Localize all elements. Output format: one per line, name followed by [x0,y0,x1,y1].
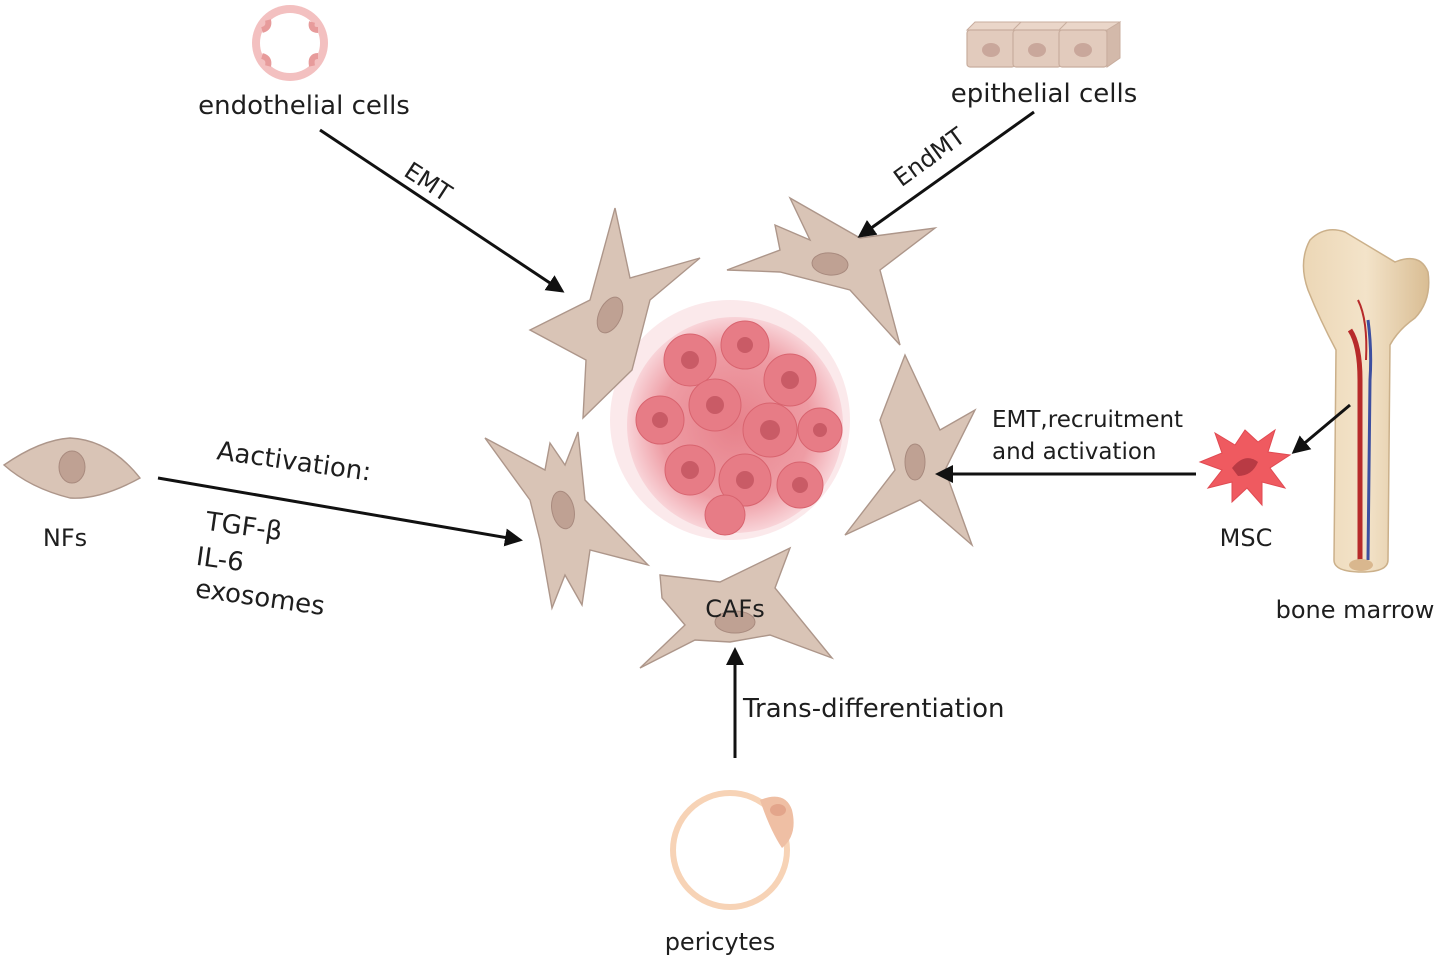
msc-label: MSC [1220,524,1273,552]
endothelial-cell-icon [252,5,328,81]
fibroblast-icon [484,431,651,611]
activation-label: Aactivation: [215,436,373,487]
il6-label: IL-6 [194,542,245,578]
fibroblast-icon [726,196,938,346]
endmt-label: EndMT [888,122,970,192]
bone-to-msc-arrow [1291,403,1351,454]
msc-path-label-line1: EMT,recruitment [992,407,1183,433]
trans-differentiation-label: Trans-differentiation [742,694,1004,724]
emt-label: EMT [399,156,457,207]
activation-arrow [157,476,523,547]
fibroblast-icon [528,207,701,420]
fibroblast-icon [844,353,977,548]
endmt-arrow [857,110,1035,238]
tumor-cluster-icon [610,300,850,540]
emt-arrow [319,128,565,293]
bone-marrow-icon [1302,229,1430,573]
bone-marrow-label: bone marrow [1276,596,1435,624]
pericyte-icon [670,790,794,910]
epithelial-label: epithelial cells [951,79,1138,109]
msc-icon [1198,428,1292,507]
fibroblast-icon [2,437,142,499]
msc-path-label-line2: and activation [992,439,1157,465]
exosomes-label: exosomes [193,574,326,622]
pericytes-label: pericytes [665,928,776,956]
fibroblast-icon [639,546,835,669]
nfs-label: NFs [43,524,87,552]
tgf-beta-label: TGF-β [203,507,284,548]
endothelial-label: endothelial cells [198,91,410,121]
epithelial-cells-icon [965,21,1122,68]
cafs-label: CAFs [705,595,764,623]
